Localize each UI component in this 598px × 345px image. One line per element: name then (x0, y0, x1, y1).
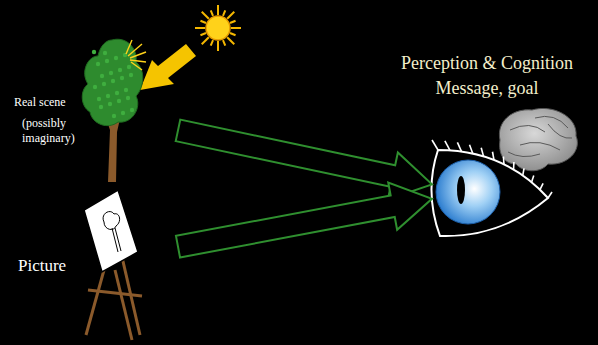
text-group: Real scene (possibly imaginary) (14, 95, 86, 148)
text-group: Perception & CognitionMessage, goal (382, 52, 592, 101)
tree (82, 39, 146, 182)
easel (84, 190, 142, 340)
node-sublabel: (possibly imaginary) (14, 116, 86, 146)
sun (195, 5, 241, 51)
brain (499, 108, 577, 170)
node-label: Real scene (14, 95, 86, 110)
scene-node: Real scene (possibly imaginary) (10, 35, 178, 190)
picture-node: Picture (10, 195, 178, 330)
text-group: Picture (18, 255, 90, 278)
light-arrow (140, 44, 196, 90)
eye (431, 140, 552, 236)
viewer-node: Perception & CognitionMessage, goal (432, 115, 580, 250)
hollow-arrow (176, 183, 432, 258)
node-label: Perception & Cognition (382, 52, 592, 75)
node-sublabel: Message, goal (382, 77, 592, 100)
node-label: Picture (18, 255, 90, 276)
